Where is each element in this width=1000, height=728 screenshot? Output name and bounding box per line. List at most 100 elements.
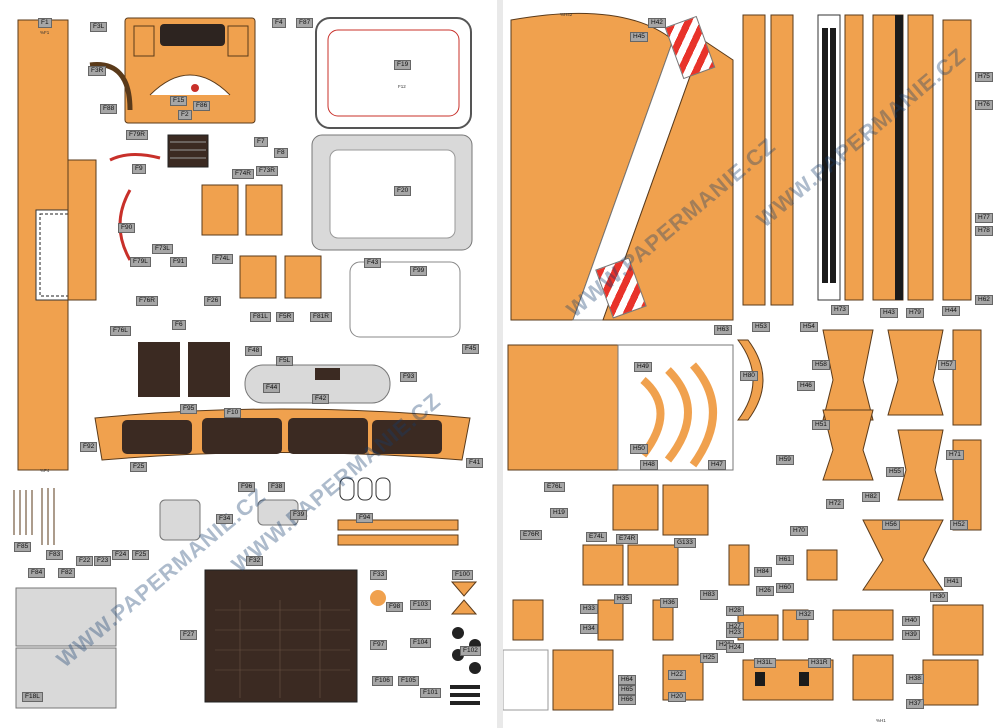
part-label: F88 — [100, 104, 118, 114]
part-label: H37 — [906, 699, 924, 709]
part-label: F9 — [132, 164, 146, 174]
part-label: F104 — [410, 638, 431, 648]
part-label: H83 — [700, 590, 718, 600]
part-label: G133 — [674, 538, 696, 548]
part-label: H48 — [640, 460, 658, 470]
part-label: F81R — [310, 312, 332, 322]
part-label: H44 — [942, 306, 960, 316]
part-label: F6 — [172, 320, 186, 330]
part-label: F84 — [28, 568, 46, 578]
part-label: F100 — [452, 570, 473, 580]
part-label: F1 — [38, 18, 52, 28]
part-label: F4 — [272, 18, 286, 28]
part-label: F18L — [22, 692, 43, 702]
part-label: F10 — [224, 408, 242, 418]
part-label: F99 — [410, 266, 428, 276]
part-label: H62 — [975, 295, 993, 305]
part-label: H58 — [812, 360, 830, 370]
part-label: F79L — [130, 257, 151, 267]
part-label: H19 — [550, 508, 568, 518]
part-label: F33 — [370, 570, 388, 580]
part-label: F3R — [88, 66, 107, 76]
part-label: F103 — [410, 600, 431, 610]
part-label: H32 — [796, 610, 814, 620]
part-label: H23 — [726, 628, 744, 638]
part-label: F41 — [466, 458, 484, 468]
part-label: H36 — [660, 598, 678, 608]
part-label: F105 — [398, 676, 419, 686]
part-label: H73 — [831, 305, 849, 315]
part-label: F74R — [232, 169, 254, 179]
left-sheet-drawing — [13, 17, 481, 709]
part-label: F32 — [246, 556, 264, 566]
sheet-gutter — [497, 0, 503, 728]
part-label: F96 — [238, 482, 256, 492]
part-label: H31L — [754, 658, 776, 668]
part-label: F20 — [394, 186, 412, 196]
part-label: F2 — [178, 110, 192, 120]
part-label: H65 — [618, 685, 636, 695]
part-label: H46 — [797, 381, 815, 391]
part-label: F8 — [274, 148, 288, 158]
part-label: H76 — [975, 100, 993, 110]
part-label: F98 — [386, 602, 404, 612]
part-label: E74L — [586, 532, 608, 542]
part-label: H38 — [906, 674, 924, 684]
part-label: F25 — [132, 550, 150, 560]
glue-code: %F1 — [40, 30, 50, 35]
glue-code: %H1 — [876, 718, 886, 723]
part-label: H57 — [938, 360, 956, 370]
part-label: F22 — [76, 556, 94, 566]
part-label: H31R — [808, 658, 831, 668]
part-label: F101 — [420, 688, 441, 698]
part-label: H47 — [708, 460, 726, 470]
part-label: F87 — [296, 18, 314, 28]
part-label: F45 — [462, 344, 480, 354]
part-label: F5L — [276, 356, 294, 366]
part-label: F26 — [204, 296, 222, 306]
part-label: F43 — [364, 258, 382, 268]
part-label: H42 — [648, 18, 666, 28]
glue-code: %H42 — [560, 12, 573, 17]
part-label: F106 — [372, 676, 393, 686]
part-label: F83 — [46, 550, 64, 560]
part-label: H60 — [776, 583, 794, 593]
part-label: H43 — [880, 308, 898, 318]
part-label: F91 — [170, 257, 188, 267]
part-label: F42 — [312, 394, 330, 404]
part-label: H77 — [975, 213, 993, 223]
part-label: H33 — [580, 604, 598, 614]
part-label: H30 — [930, 592, 948, 602]
right-parts-sheet — [503, 0, 1000, 728]
part-label: H79 — [906, 308, 924, 318]
part-label: F102 — [460, 646, 481, 656]
part-label: H25 — [700, 653, 718, 663]
part-label: H80 — [740, 371, 758, 381]
part-label: H82 — [862, 492, 880, 502]
part-label: H78 — [975, 226, 993, 236]
part-label: H26 — [756, 586, 774, 596]
part-label: F3L — [90, 22, 108, 32]
part-label: F81L — [250, 312, 271, 322]
part-label: H41 — [944, 577, 962, 587]
part-label: E76L — [544, 482, 566, 492]
right-sheet-drawing — [503, 12, 984, 711]
part-label: F48 — [245, 346, 263, 356]
part-label: F82 — [58, 568, 76, 578]
part-label: H49 — [634, 362, 652, 372]
part-label: H71 — [946, 450, 964, 460]
part-label: F94 — [356, 513, 374, 523]
part-label: F27 — [180, 630, 198, 640]
part-label: H24 — [726, 643, 744, 653]
part-label: F73L — [152, 244, 173, 254]
part-label: H50 — [630, 444, 648, 454]
part-label: F34 — [216, 514, 234, 524]
part-label: H75 — [975, 72, 993, 82]
part-label: F24 — [112, 550, 130, 560]
part-label: H35 — [614, 594, 632, 604]
part-label: F86 — [193, 101, 211, 111]
part-label: H55 — [886, 467, 904, 477]
part-label: H51 — [812, 420, 830, 430]
part-label: E76R — [520, 530, 543, 540]
part-label: F90 — [118, 223, 136, 233]
